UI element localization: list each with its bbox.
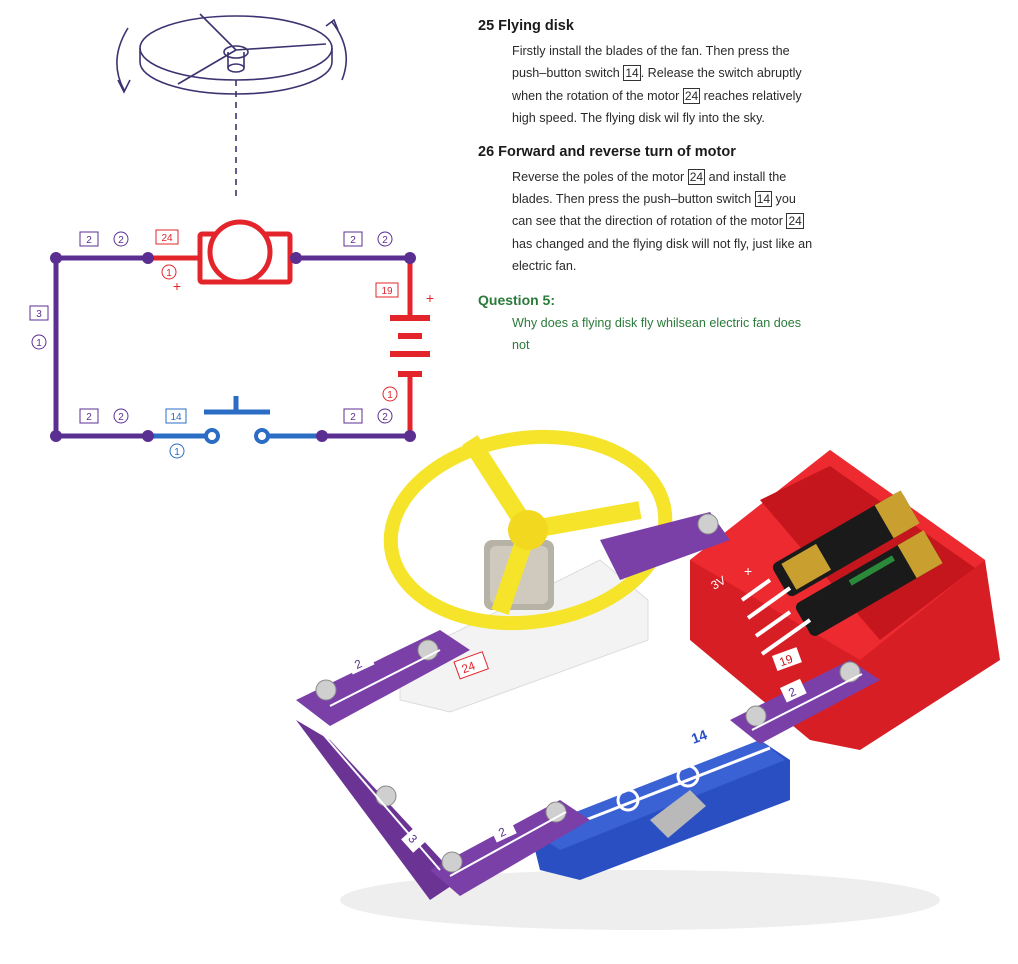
battery-num-photo: 19 bbox=[777, 651, 795, 669]
part-number-box: 24 bbox=[786, 213, 804, 230]
label-switch-circ: 1 bbox=[174, 447, 180, 458]
label-top-right-circ: 2 bbox=[382, 235, 388, 246]
body-text: Firstly install the blades of the fan. T… bbox=[512, 44, 790, 81]
part-number-box: 24 bbox=[682, 87, 701, 104]
label-battery-num: 19 bbox=[381, 286, 393, 297]
section-26: 26 Forward and reverse turn of motor Rev… bbox=[478, 144, 818, 278]
part-number-box: 14 bbox=[754, 191, 773, 208]
battery-plus-photo: + bbox=[744, 563, 752, 579]
switch-num-photo: 14 bbox=[689, 726, 709, 746]
battery-symbol bbox=[390, 315, 430, 377]
motor-symbol bbox=[197, 219, 293, 285]
purple-links: 2 3 2 2 bbox=[296, 512, 880, 900]
label-motor-plus: + bbox=[173, 278, 181, 294]
question-body: Why does a flying disk fly whilsean elec… bbox=[512, 315, 802, 352]
push-switch-symbol bbox=[204, 396, 270, 444]
question-title: Question 5: bbox=[478, 291, 556, 308]
label-motor-circ: 1 bbox=[166, 268, 172, 279]
section-title: 25 Flying disk bbox=[478, 18, 574, 34]
label-bottom-left-circ: 2 bbox=[118, 412, 124, 423]
section-25: 25 Flying disk Firstly install the blade… bbox=[478, 18, 818, 130]
instruction-text: 25 Flying disk Firstly install the blade… bbox=[478, 18, 818, 370]
switch-base: 14 bbox=[530, 717, 790, 880]
section-title: 26 Forward and reverse turn of motor bbox=[478, 143, 736, 160]
label-bottom-left-num: 2 bbox=[86, 412, 92, 423]
label-top-right-num: 2 bbox=[350, 235, 356, 246]
label-motor-num: 24 bbox=[161, 233, 173, 244]
label-battery-plus: + bbox=[426, 290, 434, 306]
label-bottom-right-num: 2 bbox=[350, 412, 356, 423]
body-text: has changed and the flying disk will not… bbox=[512, 236, 813, 274]
junction-dots bbox=[50, 252, 416, 442]
body-text: you can see that the direction of rotati… bbox=[512, 192, 796, 229]
section-body: Firstly install the blades of the fan. T… bbox=[512, 40, 818, 130]
part-number-box: 14 bbox=[623, 65, 641, 82]
motor-num-photo: 24 bbox=[460, 658, 478, 676]
schematic bbox=[53, 255, 413, 439]
label-left-num: 3 bbox=[36, 309, 42, 320]
body-text: reaches relatively high speed. The flyin… bbox=[512, 88, 802, 126]
label-top-left-num: 2 bbox=[86, 235, 92, 246]
battery-holder: 3V + 19 bbox=[690, 450, 1000, 750]
body-text: . Release the switch abruptly when the r… bbox=[512, 66, 802, 103]
purple-wire bbox=[53, 255, 148, 439]
battery-voltage: 3V bbox=[709, 573, 729, 592]
body-text: Reverse the poles of the motor bbox=[512, 169, 688, 184]
yellow-fan bbox=[383, 429, 673, 631]
part-number-box: 24 bbox=[687, 168, 706, 185]
body-text: and install the blades. Then press the p… bbox=[512, 169, 787, 207]
label-bottom-right-circ: 2 bbox=[382, 412, 388, 423]
schematic-labels: 2 2 24 1 + 2 2 3 1 19 + 1 2 2 14 1 2 2 bbox=[29, 229, 434, 459]
flying-disk-sketch bbox=[116, 13, 348, 200]
section-body: Reverse the poles of the motor 24 and in… bbox=[512, 166, 818, 278]
label-left-circ: 1 bbox=[36, 338, 42, 349]
question-5: Question 5: Why does a flying disk fly w… bbox=[478, 292, 818, 356]
label-switch-num: 14 bbox=[170, 412, 182, 423]
label-battery-circ: 1 bbox=[387, 390, 393, 401]
kit-photo: 3V + 19 14 24 bbox=[296, 429, 1000, 930]
label-top-left-circ: 2 bbox=[118, 235, 124, 246]
